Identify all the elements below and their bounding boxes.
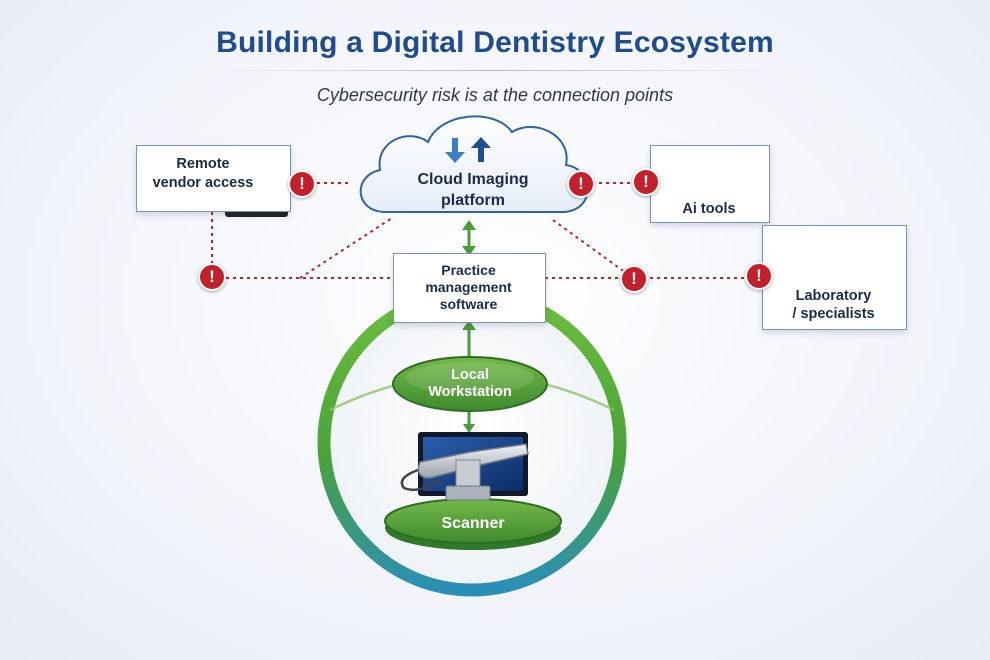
scanner-label: Scanner: [441, 515, 505, 532]
page-subtitle: Cybersecurity risk is at the connection …: [316, 85, 674, 105]
laboratory-label: Laboratory / specialists: [792, 288, 875, 322]
connector-left-cloud: [299, 217, 393, 279]
risk-alert-icon: !: [620, 265, 648, 293]
cloud-platform-label: Cloud Imaging platform: [417, 171, 529, 209]
data-flow-connectors: [462, 220, 476, 433]
risk-alert-icon: !: [198, 263, 226, 291]
remote-vendor-box: [136, 145, 291, 212]
up-down-arrows-icon: [445, 137, 491, 163]
intraoral-scanner-icon: [400, 443, 529, 501]
ai-tools-label: Ai tools: [682, 201, 736, 217]
risk-alert-icon: !: [567, 170, 595, 198]
workstation-pill: [392, 356, 548, 412]
practice-label: Practice management software: [425, 262, 512, 312]
page-title: Building a Digital Dentistry Ecosystem: [216, 26, 774, 59]
title-divider: [195, 70, 795, 71]
workstation-label: Local Workstation: [428, 367, 512, 400]
risk-alert-icon: !: [288, 170, 316, 198]
risk-alert-icon: !: [745, 262, 773, 290]
risk-connectors: [211, 182, 762, 279]
practice-box: [393, 253, 546, 323]
ai-tools-box: [650, 145, 770, 223]
connector-cloud-lab: [552, 219, 634, 279]
risk-alert-icon: !: [632, 168, 660, 196]
cloud-shape: [359, 115, 589, 213]
remote-vendor-label: Remote vendor access: [152, 156, 254, 191]
